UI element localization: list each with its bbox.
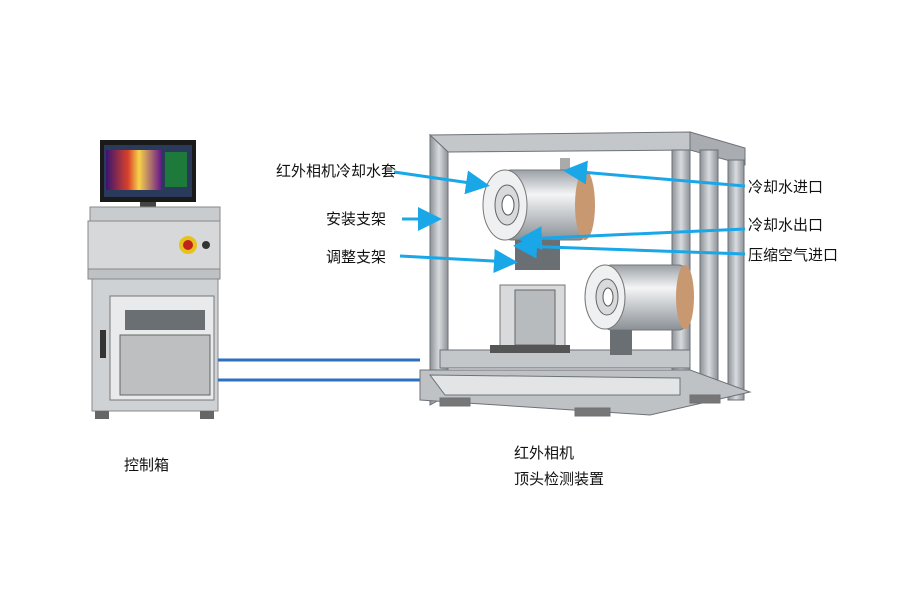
cables	[218, 358, 420, 382]
arrow-water-inlet	[563, 160, 746, 188]
caption-device-line2: 顶头检测装置	[514, 470, 605, 488]
callout-arrows	[393, 160, 746, 274]
arrow-cooling-jacket	[393, 170, 490, 195]
label-cooling-water-inlet: 冷却水进口	[748, 178, 824, 196]
caption-control-box: 控制箱	[124, 456, 170, 474]
control-cabinet	[87, 140, 221, 419]
arrow-water-outlet	[518, 226, 746, 251]
label-adjustment-bracket: 调整支架	[326, 248, 387, 266]
arrow-adjustment-bracket	[399, 249, 518, 274]
caption-device-line1: 红外相机	[514, 444, 575, 462]
label-cooling-water-outlet: 冷却水出口	[748, 216, 824, 234]
label-mounting-bracket: 安装支架	[326, 210, 387, 228]
mounting-frame	[419, 131, 752, 417]
arrow-air-inlet	[513, 234, 746, 259]
upper-camera	[482, 158, 595, 353]
lower-camera	[584, 264, 694, 355]
label-camera-cooling-jacket: 红外相机冷却水套	[276, 162, 397, 180]
label-compressed-air-inlet: 压缩空气进口	[748, 246, 839, 264]
